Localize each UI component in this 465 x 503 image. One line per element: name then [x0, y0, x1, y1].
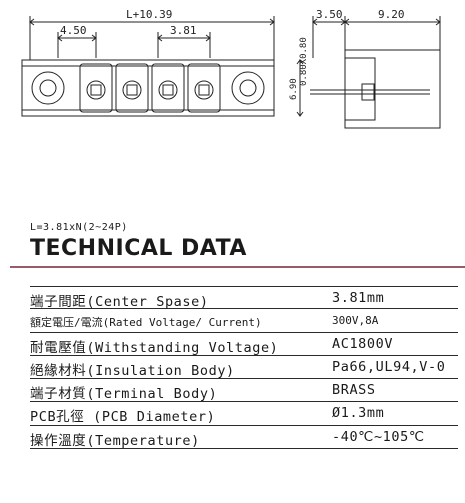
table-row: 端子材質(Terminal Body) BRASS: [30, 379, 458, 403]
spec-value: BRASS: [332, 382, 376, 399]
spec-value: -40℃~105℃: [332, 428, 425, 445]
dim-left-label: 4.50: [60, 24, 87, 37]
connector-technical-drawing: L+10.39 4.50 3.81 3.50 9.20 0.80X0.80 6.…: [21, 8, 441, 129]
dim-side-a-label: 3.50: [316, 8, 343, 21]
table-row: PCB孔徑 (PCB Diameter) Ø1.3mm: [30, 402, 458, 426]
spec-label: 耐電壓值(Withstanding Voltage): [30, 339, 279, 356]
spec-value: AC1800V: [332, 335, 394, 352]
table-row: 耐電壓值(Withstanding Voltage) AC1800V: [30, 333, 458, 356]
section-heading: TECHNICAL DATA: [30, 236, 247, 261]
technical-data-table: 端子間距(Center Spase) 3.81mm 額定電压/電流(Rated …: [30, 286, 458, 450]
spec-value: Ø1.3mm: [332, 405, 385, 422]
spec-label: PCB孔徑 (PCB Diameter): [30, 409, 216, 426]
spec-label: 絕緣材料(Insulation Body): [30, 362, 235, 379]
table-row: 絕緣材料(Insulation Body) Pa66,UL94,V-0: [30, 356, 458, 380]
spec-label: 操作溫度(Temperature): [30, 432, 200, 449]
table-row: 端子間距(Center Spase) 3.81mm: [30, 286, 458, 310]
heading-underline: [10, 266, 465, 268]
table-row: 額定電压/電流(Rated Voltage/ Current) 300V,8A: [30, 309, 458, 333]
spec-value: 3.81mm: [332, 290, 385, 306]
pitch-formula: L=3.81xN(2~24P): [30, 222, 128, 233]
table-row: 操作溫度(Temperature) -40℃~105℃: [30, 426, 458, 450]
spec-value: 300V,8A: [332, 314, 379, 328]
spec-label: 額定電压/電流(Rated Voltage/ Current): [30, 316, 262, 330]
dim-pin-label: 0.80X0.80: [299, 37, 309, 86]
dim-height-label: 6.90: [289, 78, 299, 100]
dim-side-b-label: 9.20: [378, 8, 405, 21]
dim-total-label: L+10.39: [126, 8, 172, 21]
spec-label: 端子材質(Terminal Body): [30, 386, 218, 403]
spec-label: 端子間距(Center Spase): [30, 294, 209, 310]
spec-value: Pa66,UL94,V-0: [332, 358, 446, 375]
dim-pitch-label: 3.81: [170, 24, 197, 37]
